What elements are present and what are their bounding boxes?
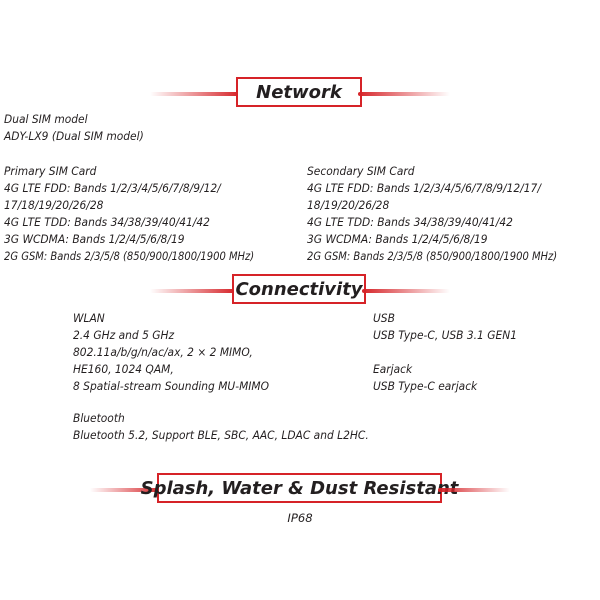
wlan-line: 802.11a/b/g/n/ac/ax, 2 × 2 MIMO, [73,345,253,359]
usb-value: USB Type-C, USB 3.1 GEN1 [373,328,518,342]
usb-title: USB [373,311,395,325]
network-section-header: Network [0,77,600,111]
network-heading-box: Network [236,77,362,107]
secondary-sim-line: 4G LTE TDD: Bands 34/38/39/40/41/42 [307,215,513,229]
bluetooth-value: Bluetooth 5.2, Support BLE, SBC, AAC, LD… [73,428,369,442]
connectivity-heading: Connectivity [235,278,363,300]
header-swoosh-right [362,289,450,293]
connectivity-heading-box: Connectivity [232,274,366,304]
network-heading: Network [256,81,342,103]
resistance-heading: Splash, Water & Dust Resistant [140,477,459,499]
header-swoosh-right [438,488,510,492]
wlan-line: 2.4 GHz and 5 GHz [73,328,175,342]
header-swoosh-left [150,289,236,293]
primary-sim-title: Primary SIM Card [4,164,97,178]
primary-sim-line: 4G LTE TDD: Bands 34/38/39/40/41/42 [4,215,210,229]
model-label: Dual SIM model [4,112,88,126]
secondary-sim-line: 18/19/20/26/28 [307,198,390,212]
secondary-sim-line: 4G LTE FDD: Bands 1/2/3/4/5/6/7/8/9/12/1… [307,181,541,195]
earjack-title: Earjack [373,362,413,376]
primary-sim-line: 2G GSM: Bands 2/3/5/8 (850/900/1800/1900… [4,249,255,263]
header-swoosh-right [358,92,450,96]
primary-sim-line: 4G LTE FDD: Bands 1/2/3/4/5/6/7/8/9/12/ [4,181,221,195]
wlan-title: WLAN [73,311,105,325]
header-swoosh-left [150,92,240,96]
primary-sim-line: 17/18/19/20/26/28 [4,198,104,212]
earjack-value: USB Type-C earjack [373,379,478,393]
primary-sim-line: 3G WCDMA: Bands 1/2/4/5/6/8/19 [4,232,185,246]
resistance-section-header: Splash, Water & Dust Resistant [0,473,600,507]
model-value: ADY-LX9 (Dual SIM model) [4,129,144,143]
wlan-line: HE160, 1024 QAM, [73,362,174,376]
secondary-sim-line: 2G GSM: Bands 2/3/5/8 (850/900/1800/1900… [307,249,558,263]
secondary-sim-line: 3G WCDMA: Bands 1/2/4/5/6/8/19 [307,232,488,246]
wlan-line: 8 Spatial-stream Sounding MU-MIMO [73,379,270,393]
secondary-sim-title: Secondary SIM Card [307,164,415,178]
connectivity-section-header: Connectivity [0,274,600,308]
resistance-heading-box: Splash, Water & Dust Resistant [141,473,458,503]
bluetooth-title: Bluetooth [73,411,125,425]
ip-rating: IP68 [287,511,313,525]
header-swoosh-left [90,488,162,492]
